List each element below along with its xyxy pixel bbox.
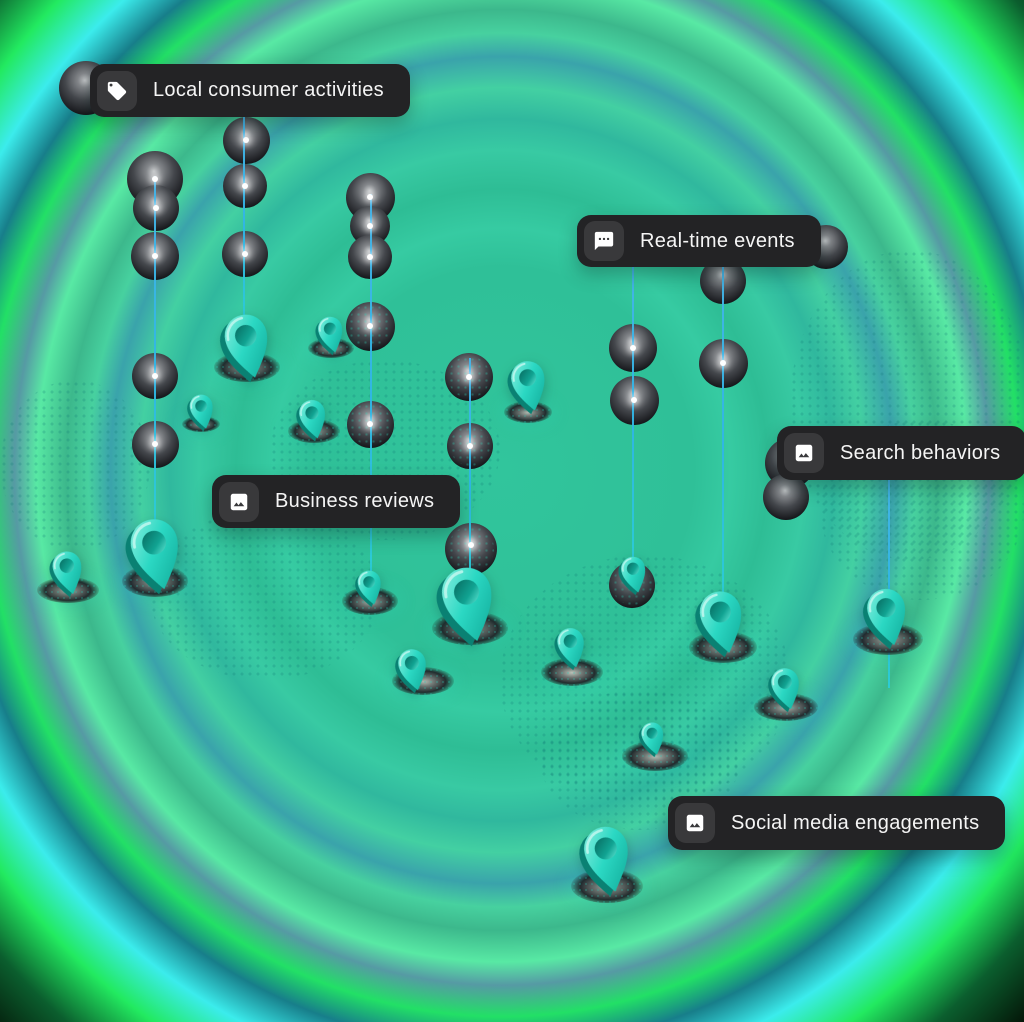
map-pin xyxy=(548,620,594,673)
connector-line xyxy=(722,264,724,606)
line-node-dot xyxy=(242,183,248,189)
chip-search-behaviors: Search behaviors xyxy=(777,426,1024,480)
line-node-dot xyxy=(243,137,249,143)
line-node-dot xyxy=(468,542,474,548)
label-icon-box xyxy=(675,803,715,843)
connector-line xyxy=(888,478,890,688)
connector-line xyxy=(632,264,634,574)
map-pin xyxy=(389,641,437,696)
line-node-dot xyxy=(367,421,373,427)
map-pin xyxy=(569,814,646,902)
label-text: Social media engagements xyxy=(731,811,980,834)
map-pin-icon xyxy=(768,668,799,713)
map-pin xyxy=(210,302,284,387)
connector-line xyxy=(370,194,372,584)
label-text: Business reviews xyxy=(275,490,435,512)
map-pin xyxy=(613,550,656,599)
map-pin xyxy=(634,716,672,760)
image-icon xyxy=(795,444,813,462)
map-pin xyxy=(310,310,353,359)
map-pin-icon xyxy=(219,314,267,383)
map-pin-icon xyxy=(553,628,584,671)
connector-line xyxy=(243,116,245,330)
map-pin-icon xyxy=(187,394,213,432)
chip-social-media-engagements: Social media engagements xyxy=(668,796,1006,850)
map-pin xyxy=(115,506,198,601)
map-pin-icon xyxy=(125,519,178,595)
label-text: Local consumer activities xyxy=(153,79,384,101)
line-node-dot xyxy=(153,205,159,211)
line-node-dot xyxy=(630,345,636,351)
line-node-dot xyxy=(367,254,373,260)
map-pin-icon xyxy=(395,649,426,694)
map-pin-icon xyxy=(355,570,381,608)
line-node-dot xyxy=(367,223,373,229)
label-icon-box xyxy=(219,481,259,522)
map-pin xyxy=(182,388,222,434)
line-node-dot xyxy=(152,176,158,182)
label-icon-box xyxy=(784,433,824,473)
line-node-dot xyxy=(466,374,472,380)
halftone-patch xyxy=(790,250,1024,560)
line-node-dot xyxy=(720,360,726,366)
map-pin xyxy=(500,352,558,419)
map-pin xyxy=(425,553,512,652)
label-icon-box xyxy=(584,221,624,261)
chip-local-consumer-activities: Local consumer activities xyxy=(90,64,410,117)
label-text: Search behaviors xyxy=(840,441,1001,464)
map-pin-icon xyxy=(618,556,646,596)
line-node-dot xyxy=(467,443,473,449)
halftone-patch xyxy=(150,510,380,680)
line-node-dot xyxy=(242,251,248,257)
label-icon-box xyxy=(97,70,137,111)
chat-icon xyxy=(594,231,614,251)
line-node-dot xyxy=(631,397,637,403)
line-node-dot xyxy=(152,373,158,379)
map-pin xyxy=(43,543,93,601)
data-sphere xyxy=(763,474,809,520)
map-pin-icon xyxy=(578,826,628,897)
map-pin-icon xyxy=(638,722,664,758)
map-pin xyxy=(854,578,920,654)
connector-line xyxy=(154,176,156,540)
map-pin xyxy=(290,393,335,445)
image-icon xyxy=(230,493,248,510)
chip-business-reviews: Business reviews xyxy=(212,475,461,528)
map-pin-icon xyxy=(695,591,742,658)
line-node-dot xyxy=(152,253,158,259)
pin-shadow xyxy=(622,741,688,771)
map-pin-icon xyxy=(49,551,82,598)
map-pin-icon xyxy=(862,588,905,650)
map-pin xyxy=(762,660,810,715)
chip-real-time-events: Real-time events xyxy=(577,215,821,267)
pin-shadow xyxy=(504,401,552,423)
image-icon xyxy=(686,814,704,832)
halftone-patch xyxy=(0,380,150,550)
connector-line xyxy=(469,358,471,588)
tag-icon xyxy=(107,81,127,100)
map-pin-icon xyxy=(507,361,545,415)
map-pin-icon xyxy=(436,567,491,647)
line-node-dot xyxy=(367,194,373,200)
pin-shadow xyxy=(37,577,99,603)
map-pin-icon xyxy=(296,400,325,442)
line-node-dot xyxy=(152,441,158,447)
map-pin xyxy=(350,564,390,610)
line-node-dot xyxy=(367,323,373,329)
label-text: Real-time events xyxy=(640,229,795,252)
map-pin-icon xyxy=(315,316,343,356)
map-pin xyxy=(686,579,759,662)
